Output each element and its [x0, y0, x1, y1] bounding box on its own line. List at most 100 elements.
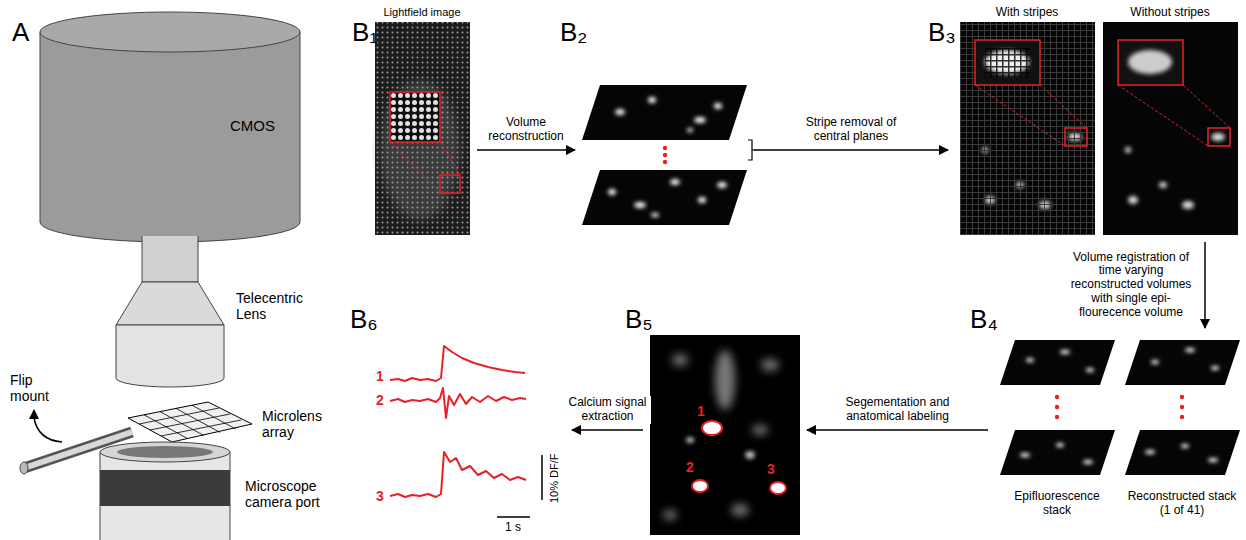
reconstructed-stack [1181, 444, 1189, 448]
segmented-image [650, 335, 800, 535]
volume-stack [663, 146, 667, 150]
edge-label: Volume registration of time varying reco… [1065, 251, 1197, 320]
panel-letter: B₂ [560, 18, 587, 48]
epifluorescence-stack [1055, 395, 1059, 399]
scale-bar [497, 455, 542, 517]
flow-arrow [1204, 242, 1206, 328]
callout-number: 1 [376, 368, 384, 384]
cmos-camera [40, 12, 300, 242]
callout-number: 2 [376, 392, 384, 408]
panel-letter: B₆ [350, 305, 378, 335]
epifluorescence-stack [1055, 405, 1059, 409]
image-title: Without stripes [1130, 6, 1209, 20]
calcium-traces [390, 346, 525, 381]
telecentric-lens [142, 236, 198, 282]
reconstructed-stack [1151, 360, 1159, 364]
volume-stack [714, 103, 722, 109]
segmented-image [686, 437, 755, 459]
flip-mount [34, 418, 62, 442]
image-title: Lightfield image [383, 6, 460, 19]
image-panel: B₁Lightfield image [375, 22, 470, 235]
stack-panel: Epifluorescence stack [1000, 335, 1115, 533]
destriped-image [1208, 128, 1230, 146]
reconstructed-stack [1125, 430, 1240, 475]
stack-caption: Epifluorescence stack [1005, 490, 1110, 518]
part-label: Telecentric Lens [236, 290, 316, 322]
camera-port [100, 470, 230, 506]
trace-panel: B₆ [370, 335, 565, 535]
flip-mount [20, 462, 28, 474]
volume-stack [634, 202, 646, 208]
scale-label: 10% DF/F [548, 453, 561, 503]
callout-number: 1 [697, 403, 705, 419]
epifluorescence-stack [1026, 358, 1034, 362]
panel-letter: A [12, 18, 29, 48]
reconstructed-stack [1145, 450, 1155, 454]
volume-stack [608, 189, 616, 195]
part-label: Flip mount [10, 372, 55, 404]
volume-stack [582, 170, 747, 225]
striped-image [1065, 128, 1087, 146]
segmented-image [745, 451, 755, 459]
image-panel: With stripes [960, 22, 1095, 235]
epifluorescence-stack [1083, 460, 1093, 464]
lightfield-image [390, 92, 440, 142]
volume-stack [694, 117, 706, 123]
segmented-image [686, 437, 694, 443]
part-label: Microlens array [262, 408, 337, 440]
reconstructed-stack [1125, 340, 1240, 385]
volume-stack [663, 160, 667, 164]
segmented-image [715, 350, 735, 410]
reconstructed-stack [1180, 405, 1184, 409]
stack-caption: Reconstructed stack (1 of 41) [1127, 490, 1237, 518]
calcium-traces [390, 388, 526, 418]
camera-port [117, 446, 213, 458]
stack-panel: Reconstructed stack (1 of 41) [1125, 335, 1240, 533]
lightfield-image [375, 22, 470, 235]
flow-arrow [572, 429, 643, 431]
callout-number: 2 [686, 459, 694, 475]
destriped-image [1118, 85, 1230, 146]
scale-label: 1 s [505, 521, 521, 535]
volume-stack [687, 128, 693, 132]
segmented-image [672, 354, 688, 366]
cmos-camera [40, 12, 300, 52]
flow-arrow [807, 429, 988, 431]
telecentric-lens [116, 282, 224, 325]
epifluorescence-stack [1086, 368, 1094, 372]
segmented-image [731, 504, 749, 516]
destriped-image [1118, 40, 1183, 85]
volume-stack [698, 197, 706, 203]
segmented-image [650, 335, 800, 535]
segmented-image [663, 350, 779, 520]
volume-stack [663, 153, 667, 157]
lightfield-image [390, 142, 460, 193]
volume-stack [582, 85, 747, 140]
image-panel: B₅ [650, 335, 800, 535]
camera-port [100, 452, 230, 540]
camera-port [100, 442, 230, 462]
volume-stack [582, 85, 755, 225]
cmos-camera [40, 32, 300, 242]
part-label: CMOS [230, 117, 275, 134]
telecentric-lens [116, 325, 224, 387]
reconstructed-stack [1185, 348, 1195, 352]
calcium-traces [390, 452, 526, 497]
edge-label: Calcium signal extraction [565, 396, 651, 424]
volume-stack [717, 182, 727, 188]
image-panel: B₃With stripesWithout stripes [955, 22, 1240, 235]
segmented-image [770, 482, 786, 494]
destriped-image [1128, 50, 1172, 74]
image-title: With stripes [996, 6, 1059, 20]
flow-arrow [477, 149, 575, 151]
panel-letter: B₃ [928, 18, 956, 48]
callout-number: 3 [767, 461, 775, 477]
epifluorescence-stack [1000, 340, 1115, 475]
segmented-image [692, 480, 708, 492]
reconstructed-stack [1208, 458, 1218, 462]
segmented-image [761, 359, 779, 371]
reconstructed-stack [1180, 415, 1184, 419]
panel-letter: B₅ [625, 305, 653, 335]
calcium-traces [390, 346, 526, 497]
